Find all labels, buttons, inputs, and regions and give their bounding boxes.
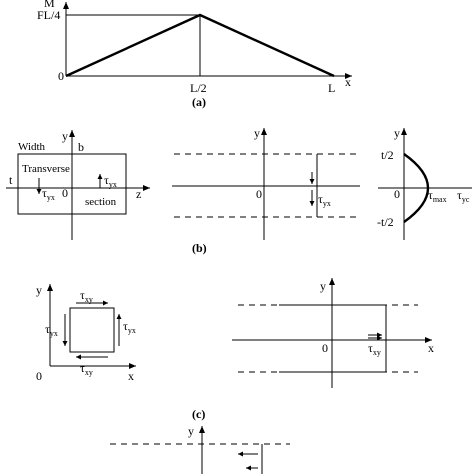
b1-section-label: section — [85, 196, 117, 208]
b3-tau-yc-label: τyc — [457, 188, 470, 204]
panel-b-flange: y 0 τyx — [172, 126, 360, 240]
b1-origin-label: 0 — [62, 186, 68, 200]
c1-top-label: τxy — [80, 288, 93, 304]
a-caption: (a) — [192, 95, 206, 109]
b2-origin-label: 0 — [256, 187, 262, 201]
b3-neg-t-half-label: -t/2 — [377, 215, 394, 229]
c1-right-label: τyx — [123, 319, 136, 335]
panel-c-stress-element: y 0 x τxy τxy τyx τyx — [36, 283, 136, 383]
b1-tau-right-label: τyx — [104, 173, 117, 189]
b1-y-label: y — [62, 129, 68, 143]
b1-b-label: b — [78, 140, 84, 154]
a-end-label: L — [328, 81, 335, 95]
c1-bottom-label: τxy — [80, 361, 93, 377]
c2-tau-label: τxy — [368, 341, 381, 357]
b1-tau-left-label: τyx — [42, 186, 55, 202]
c-caption: (c) — [192, 407, 205, 421]
c1-left-label: τyx — [45, 322, 58, 338]
b1-width-label: Width — [18, 141, 46, 153]
c2-y-label: y — [320, 279, 326, 293]
b1-t-label: t — [9, 173, 13, 187]
b1-z-label: z — [136, 187, 141, 201]
panel-c-web: y 0 x τxy (c) — [192, 278, 434, 421]
b3-origin-label: 0 — [394, 187, 400, 201]
a-mid-label: L/2 — [190, 81, 207, 95]
b3-y-label: y — [394, 126, 400, 140]
b3-t-half-label: t/2 — [381, 148, 394, 162]
b1-transverse-label: Transverse — [22, 163, 70, 175]
panel-a-moment-diagram: M FL/4 0 L/2 L x (a) — [37, 0, 352, 109]
c1-y-label: y — [36, 283, 42, 297]
b2-tau-label: τyx — [318, 192, 331, 208]
a-x-label: x — [345, 75, 351, 89]
a-origin-label: 0 — [58, 69, 64, 83]
b2-y-label: y — [254, 126, 260, 140]
b3-tau-max-label: τmax — [428, 188, 447, 204]
d-y-label: y — [188, 424, 194, 438]
panel-b-stress-distribution: y t/2 0 -t/2 τmax τyc (b) — [192, 126, 472, 255]
c1-element-rect — [69, 307, 115, 353]
c1-x-label: x — [128, 369, 134, 383]
panel-d-partial: y — [110, 424, 290, 474]
b-caption: (b) — [192, 241, 207, 255]
a-peak-label: FL/4 — [37, 8, 60, 22]
b3-parabola — [403, 153, 430, 223]
c2-x-label: x — [428, 341, 434, 355]
c2-origin-label: 0 — [322, 341, 328, 355]
b1-section-rect — [17, 153, 127, 215]
a-y-label: M — [44, 0, 55, 10]
panel-b-cross-section: y Width b Transverse t 0 section z τyx τ… — [6, 129, 150, 240]
c1-origin-label: 0 — [36, 369, 42, 383]
